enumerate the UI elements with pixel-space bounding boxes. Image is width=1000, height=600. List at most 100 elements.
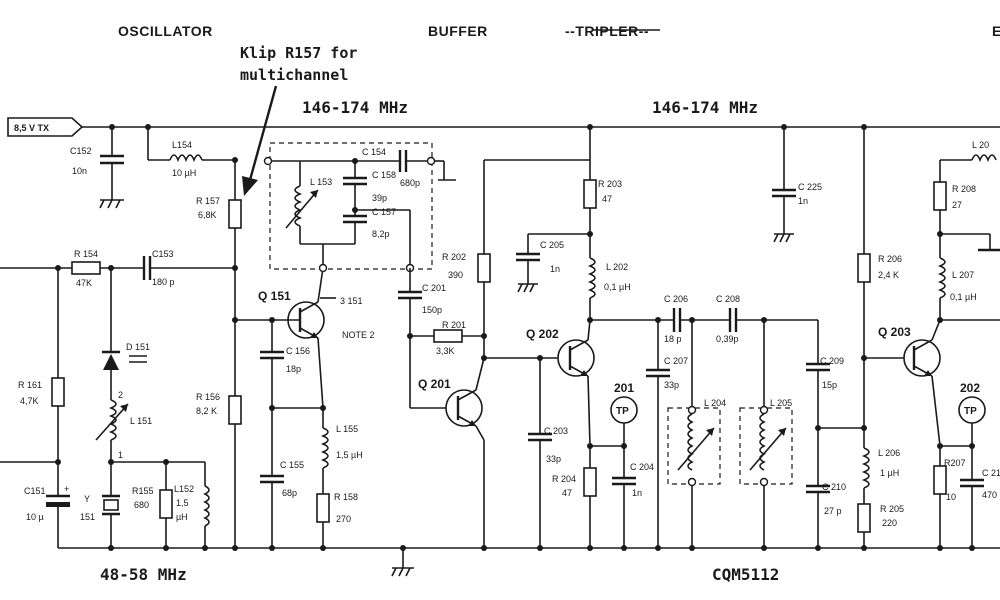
svg-text:+: +: [64, 484, 69, 494]
r154-name: R 154: [74, 249, 98, 259]
l154-coil: [169, 154, 203, 163]
r204-name: R 204: [552, 474, 576, 484]
r204-value: 47: [562, 488, 572, 498]
c209-name: C 209: [820, 356, 844, 366]
c225-value: 1n: [798, 196, 808, 206]
c211-value: 470: [982, 490, 997, 500]
c206-name: C 206: [664, 294, 688, 304]
r158-name: R 158: [334, 492, 358, 502]
q201-name: Q 201: [418, 377, 451, 391]
r205-resistor: [857, 503, 871, 533]
r157-name: R 157: [196, 196, 220, 206]
r205-name: R 205: [880, 504, 904, 514]
r202-resistor: [477, 253, 491, 283]
r206-value: 2,4 K: [878, 270, 899, 280]
l204-shield: [667, 407, 721, 485]
junction: [621, 545, 627, 551]
l155-value: 1,5 µH: [336, 450, 363, 460]
r157-resistor: [228, 199, 242, 229]
c203-value: 33p: [546, 454, 561, 464]
l153-shield: [269, 142, 433, 270]
q201-transistor: [445, 389, 483, 427]
l155-name: L 155: [336, 424, 358, 434]
c208-name: C 208: [716, 294, 740, 304]
c155-value: 68p: [282, 488, 297, 498]
freq-oscillator: 48-58 MHz: [100, 565, 187, 584]
l152-value1: 1,5: [176, 498, 189, 508]
junction: [815, 545, 821, 551]
r158-resistor: [316, 493, 330, 523]
r155-value: 680: [134, 500, 149, 510]
l206-coil: [861, 447, 870, 489]
r157-value: 6,8K: [198, 210, 217, 220]
section-oscillator: OSCILLATOR: [118, 23, 213, 39]
c208-value: 0,39p: [716, 334, 739, 344]
junction: [861, 545, 867, 551]
j151-label: 3 151: [340, 296, 363, 306]
q202-transistor: [557, 339, 595, 377]
r155-name: R155: [132, 486, 154, 496]
r201-name: R 201: [442, 320, 466, 330]
l153-coil: [294, 185, 303, 227]
r156-name: R 156: [196, 392, 220, 402]
c204-value: 1n: [632, 488, 642, 498]
y151-value: 151: [80, 512, 95, 522]
c204-name: C 204: [630, 462, 654, 472]
c157-name: C 157: [372, 207, 396, 217]
r206-name: R 206: [878, 254, 902, 264]
d151-diode: [103, 354, 119, 370]
junction: [481, 545, 487, 551]
footer-code: CQM5112: [712, 565, 779, 584]
r202-name: R 202: [442, 252, 466, 262]
l202-value: 0,1 µH: [604, 282, 631, 292]
r203-name: R 203: [598, 179, 622, 189]
r154-value: 47K: [76, 278, 92, 288]
annotation-arrow: [248, 85, 278, 181]
q151-name: Q 151: [258, 289, 291, 303]
c205-value: 1n: [550, 264, 560, 274]
l204-name: L 204: [704, 398, 726, 408]
supply-tag: [7, 117, 84, 137]
note2-label: NOTE 2: [342, 330, 375, 340]
l151-coil: [108, 399, 117, 441]
l206-value: 1 µH: [880, 468, 899, 478]
l205-coil: [759, 413, 766, 471]
junction: [587, 545, 593, 551]
c158-value: 39p: [372, 193, 387, 203]
c153-value: 180 p: [152, 277, 175, 287]
r208-resistor: [933, 181, 947, 211]
r203-resistor: [583, 179, 597, 209]
c206-value: 18 p: [664, 334, 682, 344]
r207-name: R207: [944, 458, 966, 468]
l205-name: L 205: [770, 398, 792, 408]
junction: [481, 333, 487, 339]
r156-resistor: [228, 395, 242, 425]
annotation-line2: multichannel: [240, 66, 348, 84]
c152-name: C152: [70, 146, 92, 156]
l154-name: L154: [172, 140, 192, 150]
c156-value: 18p: [286, 364, 301, 374]
c151-value: 10 µ: [26, 512, 44, 522]
freq-buffer: 146-174 MHz: [302, 98, 408, 117]
c209-value: 15p: [822, 380, 837, 390]
r161-name: R 161: [18, 380, 42, 390]
l20x-name: L 20: [972, 140, 989, 150]
c152-value: 10n: [72, 166, 87, 176]
c205-name: C 205: [540, 240, 564, 250]
junction: [108, 545, 114, 551]
l152-value2: µH: [176, 512, 188, 522]
junction: [655, 545, 661, 551]
section-buffer: BUFFER: [428, 23, 488, 39]
junction: [689, 545, 695, 551]
c211-name: C 21: [982, 468, 1000, 478]
r161-value: 4,7K: [20, 396, 39, 406]
c153-name: C153: [152, 249, 174, 259]
r202-value: 390: [448, 270, 463, 280]
r161-resistor: [51, 377, 65, 407]
l151-pin2: 2: [118, 390, 123, 400]
c207-name: C 207: [664, 356, 688, 366]
c210-value: 27 p: [824, 506, 842, 516]
section-next: E: [992, 23, 1000, 39]
junction: [937, 545, 943, 551]
c207-value: 33p: [664, 380, 679, 390]
